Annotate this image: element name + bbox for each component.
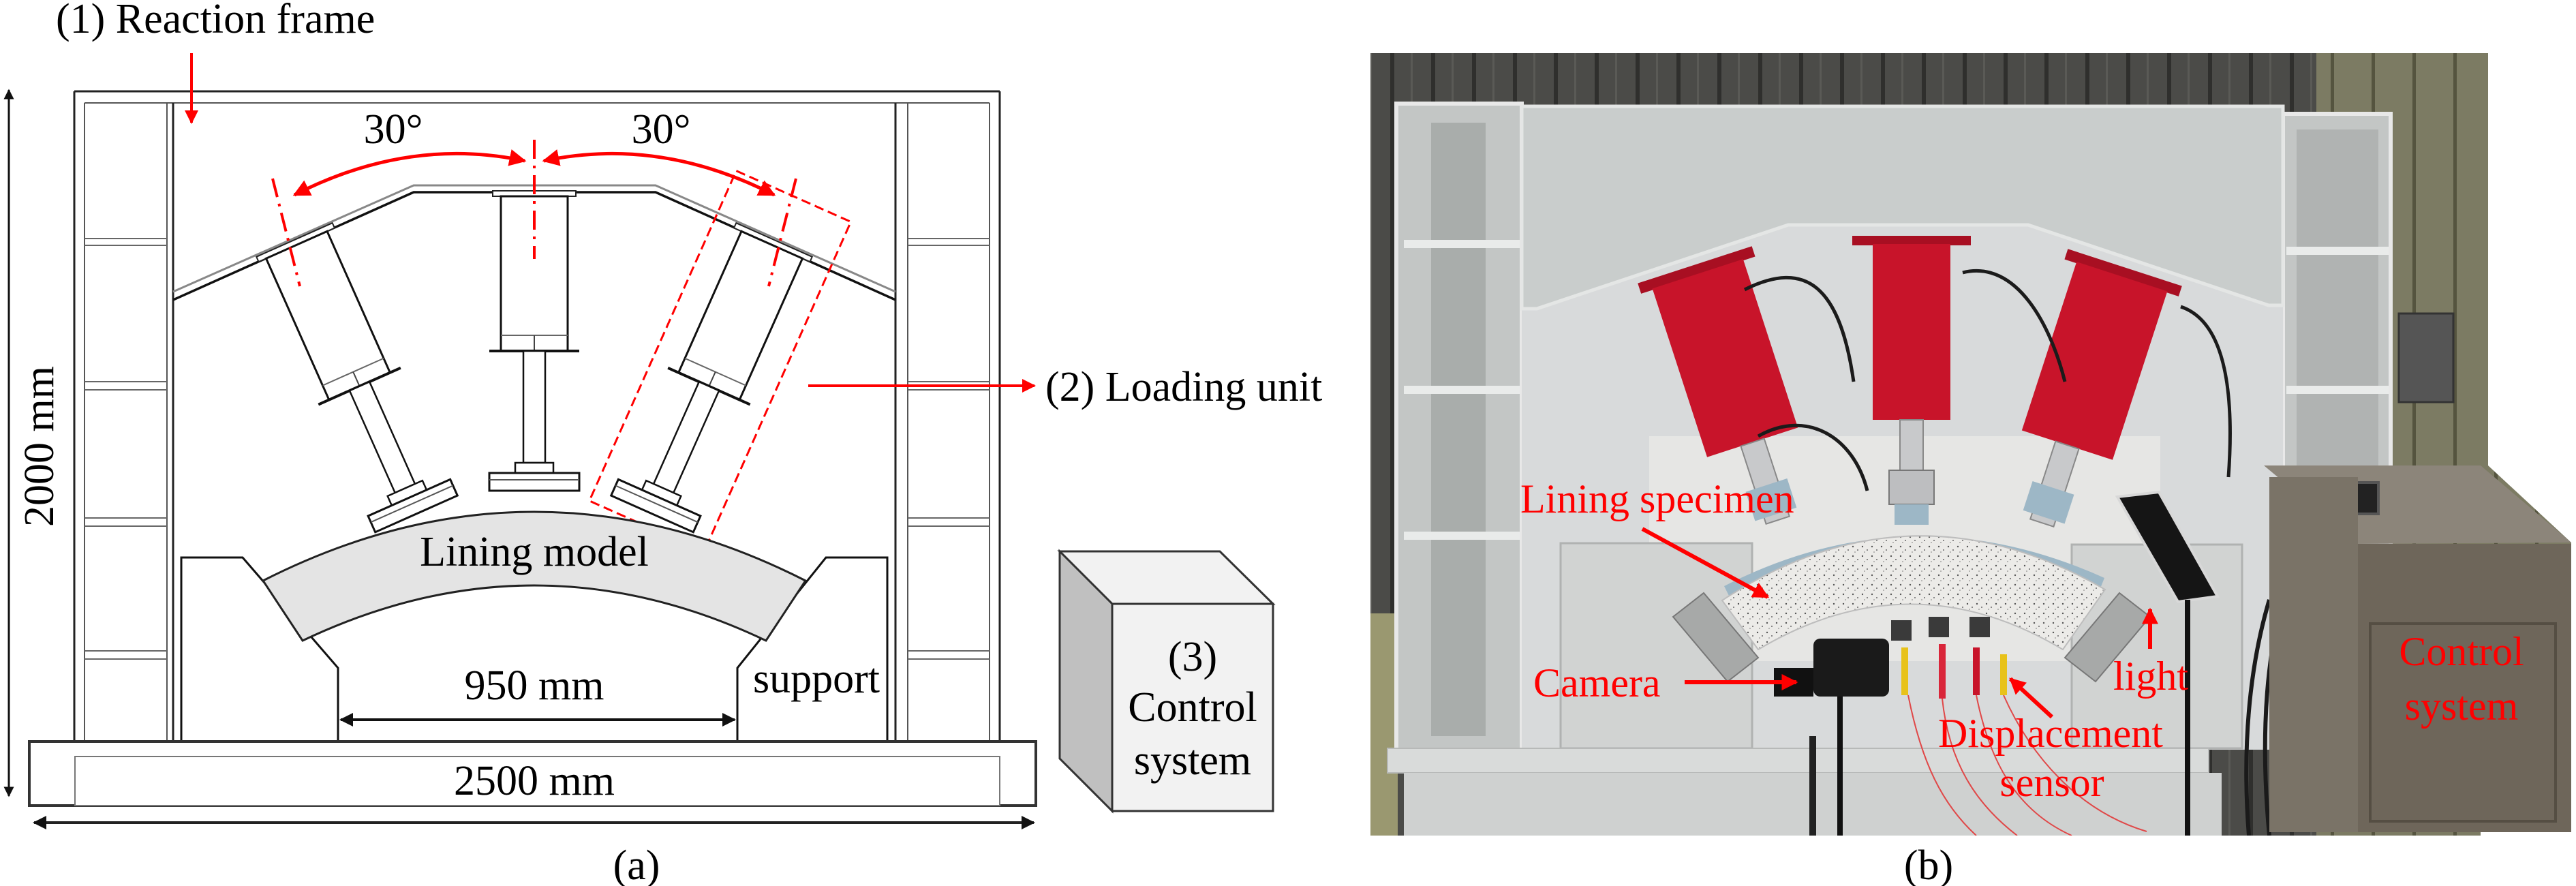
control-box-line2: system: [1134, 737, 1251, 784]
panel-a-caption: (a): [613, 842, 660, 886]
displacement-sensor-arrow: [2008, 677, 2054, 719]
panel-a-schematic: 2000 mm: [3, 0, 1322, 886]
light-label: light: [2113, 654, 2188, 699]
photo-cylinder-center: [1852, 236, 1971, 525]
support-left: [180, 556, 339, 742]
control-system-box: [1057, 549, 1276, 814]
photo-cylinder-left: [1638, 246, 1798, 525]
control-box-number: (3): [1168, 634, 1217, 680]
photo-displacement-sensors: [1891, 617, 2007, 699]
loading-unit-center: [488, 189, 581, 492]
photo-control-cabinet: [2264, 465, 2571, 832]
photo-lining-specimen: [1721, 535, 2106, 651]
lining-specimen-label: Lining specimen: [1520, 476, 1794, 521]
displacement-sensor-label-line2: sensor: [1999, 760, 2104, 805]
lining-model: [261, 510, 808, 642]
loading-unit-left: [251, 220, 459, 534]
photo-wires: [1907, 694, 2147, 836]
angle-arc-right: [542, 149, 776, 197]
angle-arc-left: [292, 149, 527, 197]
loading-unit-label: (2) Loading unit: [1045, 364, 1322, 410]
camera-label: Camera: [1533, 660, 1661, 705]
support-label: support: [753, 656, 880, 702]
photo-frame-left-column: [1394, 102, 1524, 753]
reaction-frame-label: (1) Reaction frame: [56, 0, 375, 42]
axis-lines: [271, 140, 797, 287]
photo-control-system-line2: system: [2405, 684, 2519, 729]
lining-model-label: Lining model: [420, 529, 649, 575]
lining-specimen-arrow: [1641, 527, 1770, 599]
photo-light: [2115, 490, 2220, 836]
photo-camera: [1774, 639, 1889, 836]
photo-reaction-beam: [1520, 104, 2285, 311]
panel-b-caption: (b): [1904, 842, 1953, 886]
photo-cylinder-right: [2021, 249, 2182, 528]
angle-label-right: 30°: [632, 106, 691, 153]
control-box-line1: Control: [1128, 684, 1257, 731]
loading-unit-right: [609, 220, 817, 534]
span-dimension-label: 950 mm: [465, 662, 604, 709]
photo-control-system-line1: Control: [2399, 629, 2524, 674]
angle-label-left: 30°: [364, 106, 423, 153]
photo-hoses: [1743, 269, 2232, 491]
support-right: [736, 556, 889, 742]
panel-b-photo: Lining specimen Camera light Displacemen…: [1370, 53, 2571, 886]
width-dimension-label: 2500 mm: [454, 758, 615, 804]
height-dimension-label: 2000 mm: [16, 366, 63, 527]
base-plate: [28, 740, 1037, 807]
